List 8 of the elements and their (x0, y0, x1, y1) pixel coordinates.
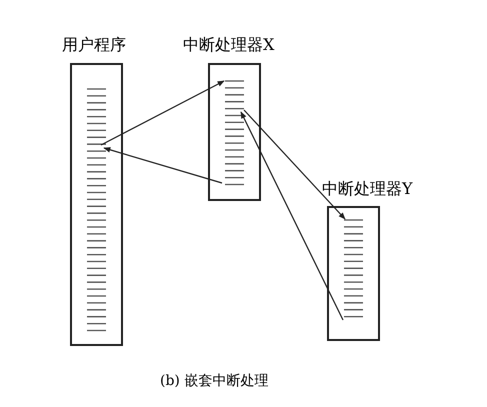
program-heading: 中断处理器Y (322, 180, 413, 198)
arrow (244, 110, 346, 220)
caption: (b) 嵌套中断处理 (160, 372, 268, 390)
arrow (240, 111, 344, 320)
arrow (100, 80, 225, 146)
program-heading: 中断处理器X (183, 36, 274, 54)
arrow (103, 147, 222, 184)
program-heading: 用户程序 (62, 36, 126, 54)
